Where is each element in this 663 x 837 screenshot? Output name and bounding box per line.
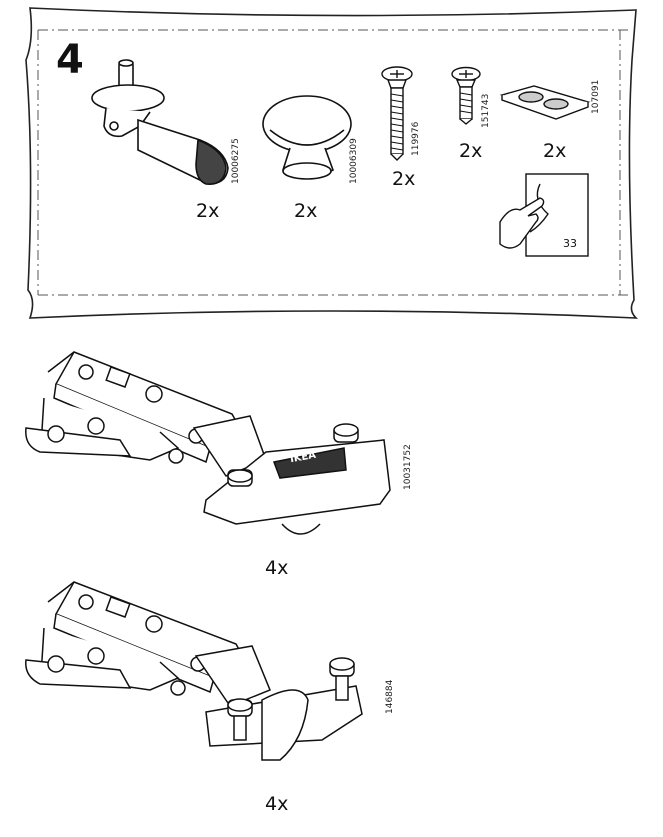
booklet-icon	[499, 173, 589, 257]
hinge-2-code: 146884	[385, 679, 395, 714]
part-code-knob: 10006309	[349, 138, 359, 184]
knob-part	[262, 95, 352, 180]
quantity-long-screw: 2x	[392, 168, 416, 190]
page-reference-number: 33	[563, 237, 577, 250]
hinge-1-drawing	[25, 351, 391, 535]
short-screw-part	[451, 66, 481, 125]
part-code-bumper-pads: 107091	[591, 79, 601, 114]
quantity-bumper-pads: 2x	[543, 140, 567, 162]
quantity-wrench: 2x	[196, 200, 220, 222]
hinge-2-quantity: 4x	[265, 793, 289, 815]
hinge-2-drawing	[25, 581, 363, 761]
wrench-handle-part	[91, 59, 229, 185]
parts-bag-frame	[25, 7, 639, 319]
part-code-wrench: 10006275	[231, 138, 241, 184]
part-code-long-screw: 119976	[411, 121, 421, 156]
quantity-short-screw: 2x	[459, 140, 483, 162]
hinge-1-code: 10031752	[403, 444, 413, 490]
long-screw-part	[381, 66, 413, 161]
hinge-1-quantity: 4x	[265, 557, 289, 579]
step-number: 4	[56, 37, 84, 83]
bumper-pads-part	[499, 85, 591, 120]
part-code-short-screw: 151743	[481, 93, 491, 128]
quantity-knob: 2x	[294, 200, 318, 222]
